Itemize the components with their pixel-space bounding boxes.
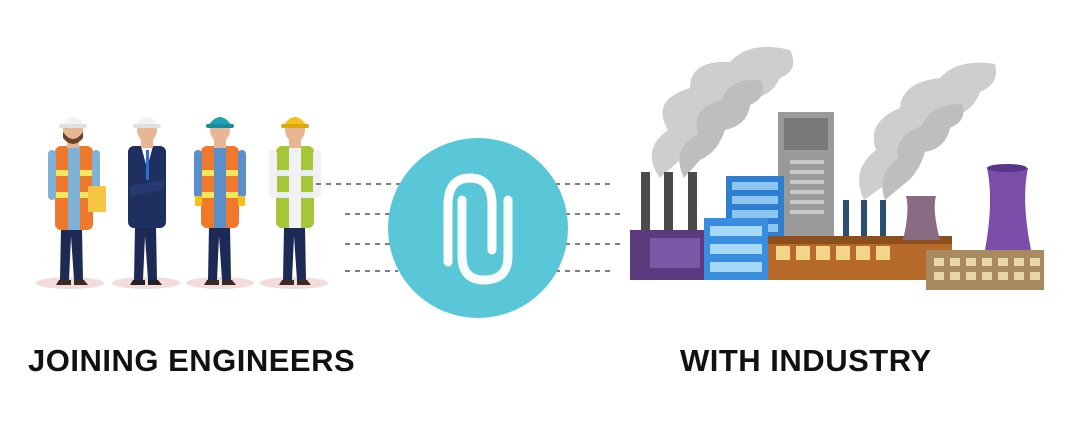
engineer-4 (269, 117, 321, 285)
engineer-1 (48, 117, 106, 285)
connector-lines (316, 183, 625, 272)
engineer-2 (128, 117, 166, 285)
smoke (651, 46, 996, 200)
caption-with-industry: WITH INDUSTRY (680, 343, 932, 378)
paperclip-link-icon (388, 138, 568, 318)
caption-joining-engineers: JOINING ENGINEERS (28, 343, 356, 378)
engineer-3 (194, 117, 246, 285)
engineers-group (36, 117, 328, 289)
factory-illustration (630, 46, 1044, 290)
